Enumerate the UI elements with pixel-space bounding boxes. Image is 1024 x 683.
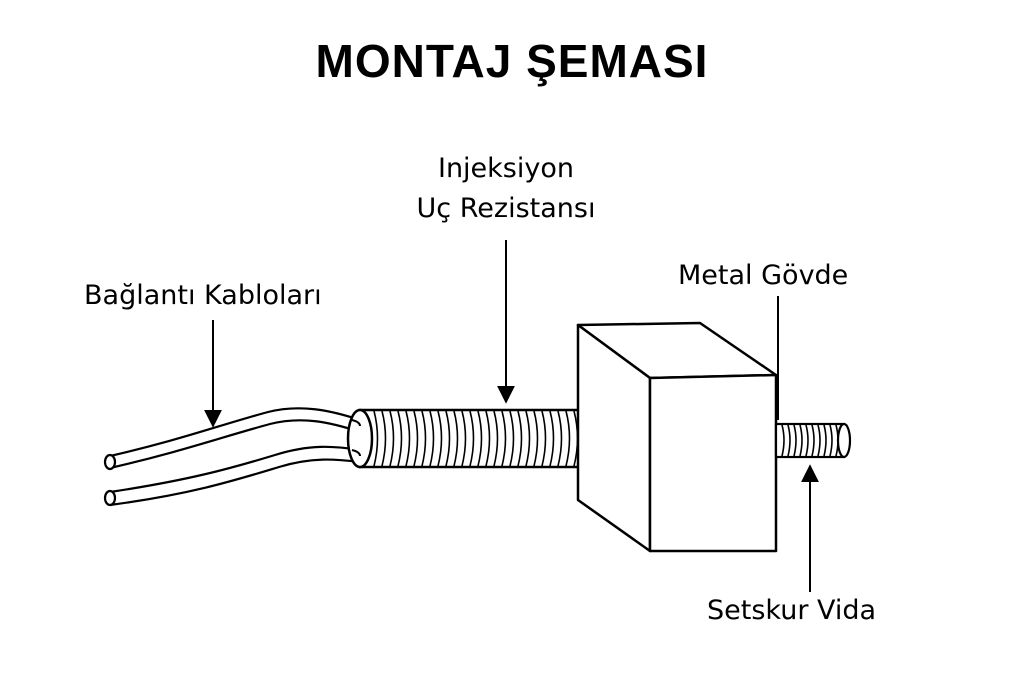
label-metal-body: Metal Gövde: [678, 260, 849, 291]
metal-body: [576, 321, 778, 553]
heater-coil-end: [346, 408, 374, 469]
connection-wires: [103, 407, 361, 507]
label-set-screw: Setskur Vida: [707, 595, 877, 626]
label-wires: Bağlantı Kabloları: [84, 280, 322, 311]
wire-lower: [109, 445, 361, 494]
leader-arrows: [204, 240, 819, 592]
wire-upper-inner: [109, 419, 361, 470]
wire-lower-inner: [109, 458, 361, 507]
set-screw: [774, 422, 852, 459]
metal-body-front: [648, 373, 778, 553]
diagram-title: MONTAJ ŞEMASI: [315, 35, 709, 87]
label-heater-line1: Injeksiyon: [437, 153, 574, 184]
label-heater-line2: Uç Rezistansı: [416, 193, 596, 224]
wire-upper-end: [103, 453, 117, 471]
wire-upper: [109, 407, 361, 458]
wire-lower-end: [103, 489, 117, 507]
